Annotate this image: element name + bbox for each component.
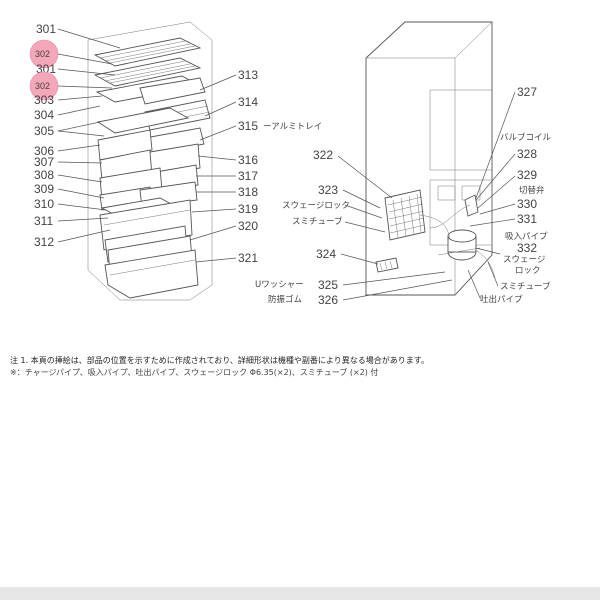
label-332: 332 [517, 241, 537, 255]
label-sumitube-2: スミチューブ [500, 281, 551, 292]
label-332-text1: スウェージ [503, 255, 545, 265]
middle-labels: 313 314 315 ーアルミトレイ 316 317 318 319 320 … [189, 68, 322, 265]
label-301: 301 [36, 22, 56, 36]
label-319: 319 [238, 202, 258, 216]
label-324: 324 [316, 247, 336, 261]
label-302b: 302 [35, 81, 50, 91]
label-322: 322 [313, 148, 333, 162]
label-310: 310 [34, 197, 54, 211]
label-321: 321 [238, 251, 258, 265]
label-318: 318 [238, 185, 258, 199]
label-311: 311 [34, 214, 53, 228]
footer-bar [0, 587, 600, 600]
label-sumitube-1: スミチューブ [292, 216, 343, 227]
shelf-305 [96, 107, 190, 134]
tray-313 [139, 77, 206, 105]
label-325-text: Uワッシャー [255, 280, 304, 290]
condenser-coil [384, 189, 426, 241]
shelf-301b [93, 57, 202, 87]
right-back-view [365, 21, 496, 296]
label-329-text: 切替弁 [519, 185, 545, 196]
label-305: 305 [34, 124, 54, 138]
valve-coil [464, 194, 479, 217]
label-306: 306 [34, 144, 54, 158]
label-308: 308 [34, 168, 54, 182]
label-328-text: バルブコイル [500, 132, 552, 143]
left-exploded-view [87, 21, 213, 301]
footnote-1: 注 1. 本頁の挿絵は、部品の位置を示すために作成されており、詳細形状は機種や副… [10, 356, 429, 365]
left-labels: 301 302 301 302 303 304 305 306 307 308 … [29, 22, 121, 249]
right-labels: 322 323 スウェージロック スミチューブ 324 Uワッシャー 325 防… [255, 85, 552, 307]
label-326-text: 防振ゴム [268, 294, 302, 305]
label-309: 309 [34, 182, 54, 196]
label-329: 329 [517, 168, 537, 182]
label-304: 304 [34, 108, 54, 122]
label-326: 326 [318, 293, 338, 307]
label-307: 307 [34, 155, 54, 169]
label-314: 314 [238, 95, 258, 109]
compressor [447, 229, 477, 261]
label-315: 315 [238, 119, 258, 133]
shelf-301 [93, 37, 202, 67]
label-325: 325 [318, 278, 338, 292]
label-331-text: 吸入パイプ [505, 232, 548, 242]
label-303: 303 [34, 93, 54, 107]
label-discharge-pipe: 吐出パイプ [480, 294, 523, 305]
label-328: 328 [517, 147, 537, 161]
label-302a: 302 [35, 49, 50, 59]
label-331: 331 [517, 212, 537, 226]
label-316: 316 [238, 153, 258, 167]
label-312: 312 [34, 235, 54, 249]
label-327: 327 [517, 85, 537, 99]
label-323: 323 [318, 183, 338, 197]
label-315-text: ーアルミトレイ [263, 122, 322, 132]
label-313: 313 [238, 68, 258, 82]
footnote-2: ※：チャージパイプ、吸入パイプ、吐出パイプ、スウェージロック Φ6.35(×2)… [10, 368, 379, 377]
label-323-text: スウェージロック [282, 201, 350, 211]
label-330: 330 [517, 197, 537, 211]
label-332-text2: ロック [515, 266, 541, 276]
label-317: 317 [238, 169, 258, 183]
case-321 [104, 249, 199, 299]
label-320: 320 [238, 219, 258, 233]
